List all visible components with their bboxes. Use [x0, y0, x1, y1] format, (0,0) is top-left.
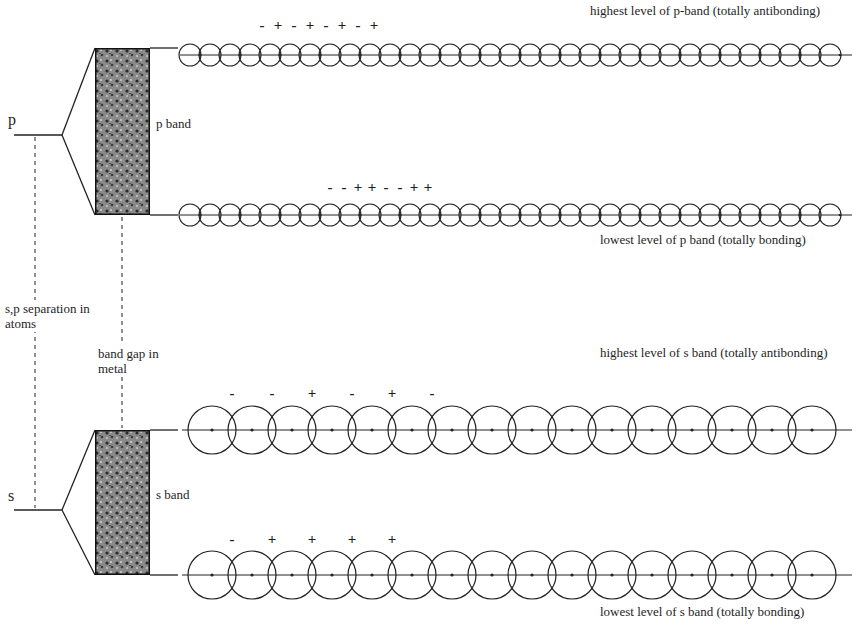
energy-band: s band — [95, 430, 150, 575]
phase-sign: - — [398, 180, 403, 195]
phase-sign: - — [350, 386, 355, 401]
level-caption: highest level of p-band (totally antibon… — [590, 3, 830, 18]
level-caption: lowest level of s band (totally bonding) — [600, 604, 830, 619]
energy-band: p band — [95, 48, 150, 215]
phase-sign: - — [260, 18, 265, 33]
phase-sign: + — [388, 532, 397, 547]
phase-sign: + — [268, 532, 277, 547]
phase-sign: - — [430, 386, 435, 401]
band-label: s band — [156, 487, 190, 503]
phase-sign: + — [368, 180, 377, 195]
phase-sign: - — [230, 386, 235, 401]
phase-sign: - — [292, 18, 297, 33]
separation-label: s,p separation in atoms — [3, 300, 93, 332]
band-gap-label: band gap in metal — [96, 345, 162, 377]
level-caption: lowest level of p band (totally bonding) — [600, 232, 830, 247]
phase-sign: + — [370, 18, 379, 33]
phase-sign: + — [308, 386, 317, 401]
phase-sign: + — [306, 18, 315, 33]
phase-sign: - — [324, 18, 329, 33]
level-label: s — [8, 488, 28, 503]
level-label: p — [8, 112, 28, 127]
phase-sign: - — [328, 180, 333, 195]
phase-sign: - — [230, 532, 235, 547]
phase-sign: + — [308, 532, 317, 547]
phase-sign: + — [274, 18, 283, 33]
phase-sign: + — [338, 18, 347, 33]
level-caption: highest level of s band (totally antibon… — [600, 345, 840, 360]
phase-sign: + — [354, 180, 363, 195]
phase-sign: - — [270, 386, 275, 401]
phase-sign: + — [410, 180, 419, 195]
band-fill — [95, 48, 150, 215]
phase-sign: - — [342, 180, 347, 195]
phase-sign: + — [388, 386, 397, 401]
phase-sign: - — [356, 18, 361, 33]
band-label: p band — [156, 116, 191, 132]
band-fill — [95, 430, 150, 575]
phase-sign: + — [348, 532, 357, 547]
phase-sign: - — [384, 180, 389, 195]
phase-sign: + — [424, 180, 433, 195]
